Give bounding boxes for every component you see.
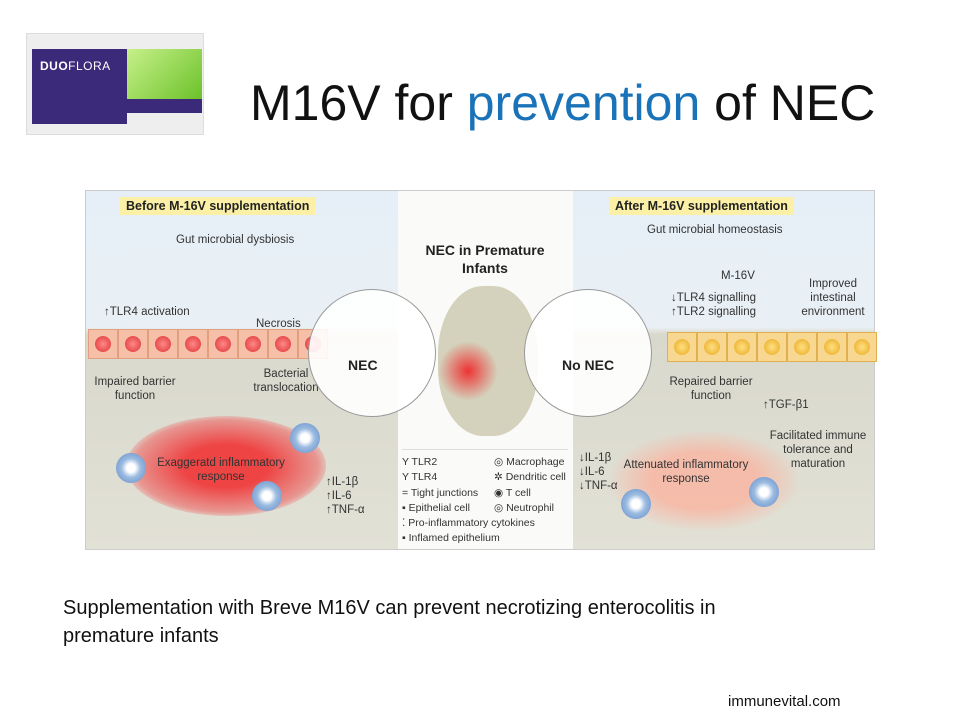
nec-intestine-circle	[308, 289, 436, 417]
legend-tlr2: Y TLR2	[402, 456, 438, 468]
dysbiosis-label: Gut microbial dysbiosis	[176, 234, 295, 246]
slide-title: M16V for prevention of NEC	[250, 75, 876, 131]
legend-macrophage: ◎ Macrophage	[494, 456, 565, 468]
t-cell-icon	[621, 489, 651, 519]
t-cell-icon	[290, 423, 320, 453]
after-header: After M-16V supplementation	[609, 197, 794, 215]
legend-dendritic-cell: ✲ Dendritic cell	[494, 471, 566, 483]
inflammation-spot	[438, 341, 498, 401]
healthy-intestine-circle	[524, 289, 652, 417]
legend-tlr4: Y TLR4	[402, 471, 438, 483]
signalling-label: ↓TLR4 signalling↑TLR2 signalling	[671, 292, 757, 318]
cytokine-down-list: ↓IL-1β↓IL-6↓TNF-α	[579, 452, 618, 492]
slide-caption: Supplementation with Breve M16V can prev…	[63, 597, 716, 647]
center-title: NEC in Premature Infants	[425, 242, 545, 276]
t-cell-icon	[749, 477, 779, 507]
healthy-epithelium	[667, 332, 877, 362]
attenuated-response-label: Attenuated inflammatory response	[623, 459, 749, 485]
legend-cytokines: ⁚ Pro-inflammatory cytokines	[402, 517, 535, 529]
cytokine-up-list: ↑IL-1β↑IL-6↑TNF-α	[326, 476, 365, 516]
legend-inflamed-epithelium: ▪ Inflamed epithelium	[402, 532, 500, 544]
necrosis-label: Necrosis	[256, 318, 301, 330]
t-cell-icon	[116, 453, 146, 483]
legend-tight-junctions: = Tight junctions	[402, 487, 479, 499]
legend-t-cell: ◉ T cell	[494, 487, 531, 499]
no-nec-label: No NEC	[562, 357, 615, 373]
before-header: Before M-16V supplementation	[120, 197, 316, 215]
nec-label: NEC	[348, 357, 378, 373]
immune-tolerance-label: Facilitated immune tolerance and maturat…	[769, 430, 867, 470]
center-panel: NEC in Premature Infants NEC No NEC Y TL…	[308, 191, 652, 549]
tlr4-activation-label: ↑TLR4 activation	[104, 306, 190, 318]
duoflora-product-image: DUOFLORA	[26, 33, 204, 135]
nec-diagram: Before M-16V supplementation Gut microbi…	[85, 190, 877, 550]
footer-website: immunevital.com	[728, 693, 841, 710]
m16v-label: M-16V	[721, 270, 755, 282]
inflamed-epithelium	[88, 329, 328, 359]
repaired-barrier-label: Repaired barrier function	[669, 376, 753, 402]
tgf-label: ↑TGF-β1	[763, 399, 809, 411]
t-cell-icon	[252, 481, 282, 511]
legend-neutrophil: ◎ Neutrophil	[494, 502, 554, 514]
product-brand-logo: DUOFLORA	[40, 59, 111, 73]
impaired-barrier-label: Impaired barrier function	[94, 376, 176, 402]
improved-environment-label: Improved intestinal environment	[801, 278, 865, 318]
exaggerated-response-label: Exaggeratd inflammatory response	[157, 457, 285, 483]
homeostasis-label: Gut microbial homeostasis	[647, 224, 783, 236]
legend: Y TLR2 Y TLR4 = Tight junctions ▪ Epithe…	[402, 449, 568, 548]
legend-epithelial-cell: ▪ Epithelial cell	[402, 502, 470, 514]
translocation-label: Bacterial translocation	[253, 368, 319, 394]
